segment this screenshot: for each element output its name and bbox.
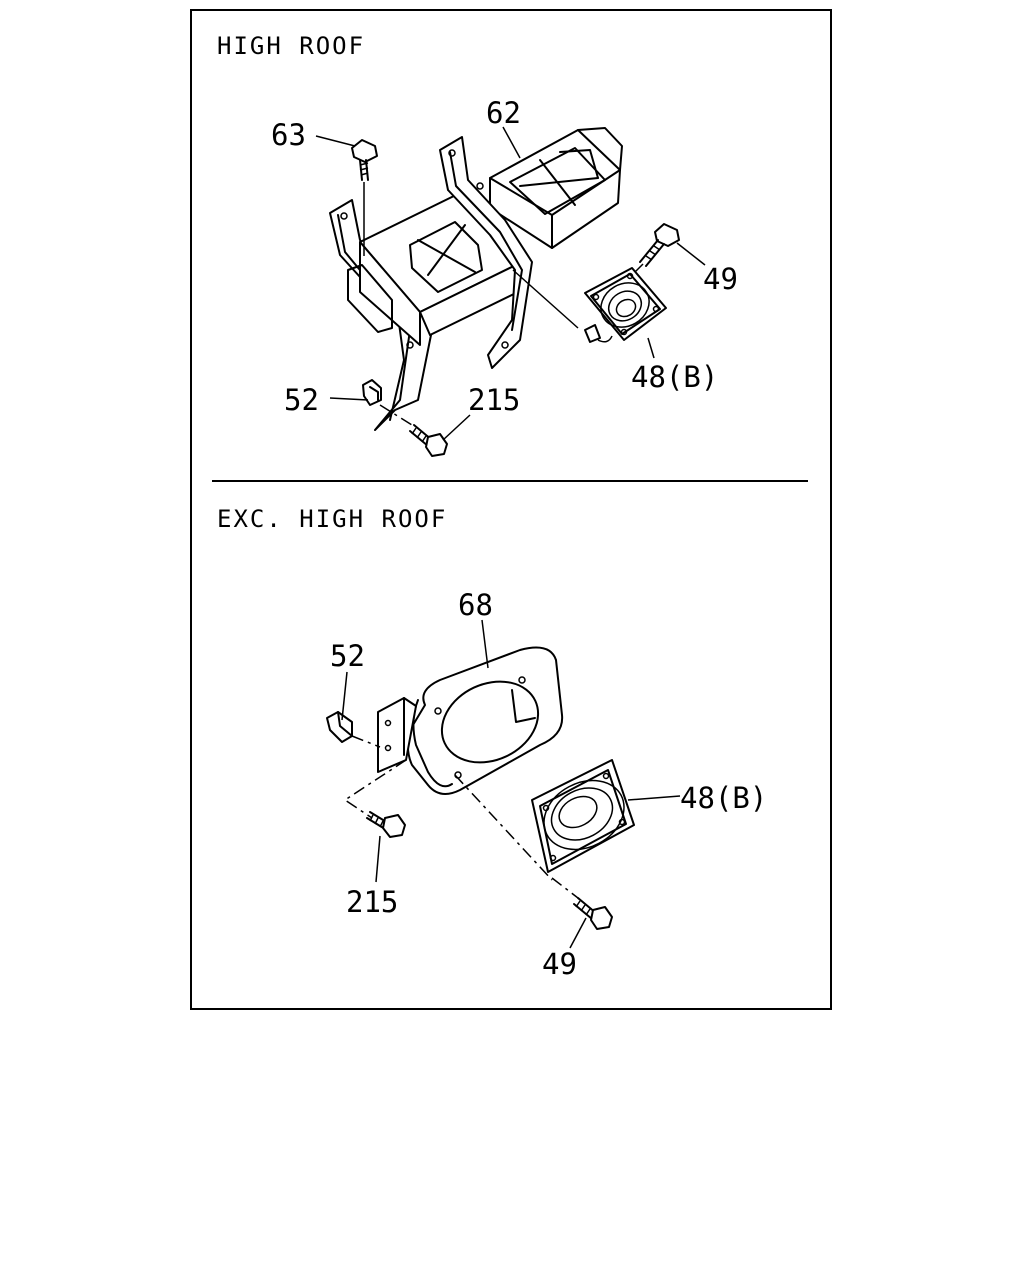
speaker-icon (531, 759, 635, 873)
speaker-mount-line (512, 269, 579, 329)
callout-63: 63 (271, 118, 306, 152)
bolt-icon (573, 897, 613, 930)
right-bracket-icon (439, 136, 533, 369)
clip-icon (362, 379, 382, 406)
speaker-lower-axis-line (454, 774, 553, 881)
bolt-icon (409, 424, 448, 457)
diagram-border (190, 9, 832, 1010)
callout-215-lower: 215 (346, 885, 398, 919)
callout-48b-lower: 48(B) (680, 781, 767, 815)
leader-63 (315, 135, 356, 147)
leader-49 (676, 242, 706, 266)
bracket-icon (377, 697, 417, 773)
bolt-215-lower-axis-line (343, 759, 407, 819)
callout-62: 62 (486, 96, 521, 130)
leader-52 (329, 397, 369, 401)
clip-52-axis-line (379, 404, 413, 426)
leader-68 (481, 619, 489, 669)
leader-52-lower (341, 671, 348, 721)
section-title-high-roof: HIGH ROOF (217, 32, 365, 60)
leader-48b-lower (627, 795, 681, 801)
callout-48b: 48(B) (631, 360, 718, 394)
speaker-icon (584, 267, 667, 343)
bolt-icon (639, 223, 680, 267)
leader-215-lower (375, 835, 381, 883)
callout-215: 215 (468, 383, 520, 417)
leader-48b (647, 337, 655, 359)
leader-49-lower (569, 917, 587, 949)
callout-49: 49 (703, 262, 738, 296)
bolt-icon (351, 139, 378, 181)
spacer-ring-icon (406, 646, 564, 795)
callout-52: 52 (284, 383, 319, 417)
leader-215 (442, 414, 471, 441)
callout-49-lower: 49 (542, 947, 577, 981)
clip-52-lower-axis-line (351, 735, 381, 748)
callout-68: 68 (458, 588, 493, 622)
clip-icon (326, 711, 353, 743)
bolt-49-lower-axis-line (551, 877, 579, 899)
bolt-icon (366, 811, 406, 838)
leader-62 (502, 126, 521, 159)
callout-52-lower: 52 (330, 639, 365, 673)
section-title-exc-high-roof: EXC. HIGH ROOF (217, 505, 447, 533)
bolt-49-axis-line (621, 263, 644, 286)
